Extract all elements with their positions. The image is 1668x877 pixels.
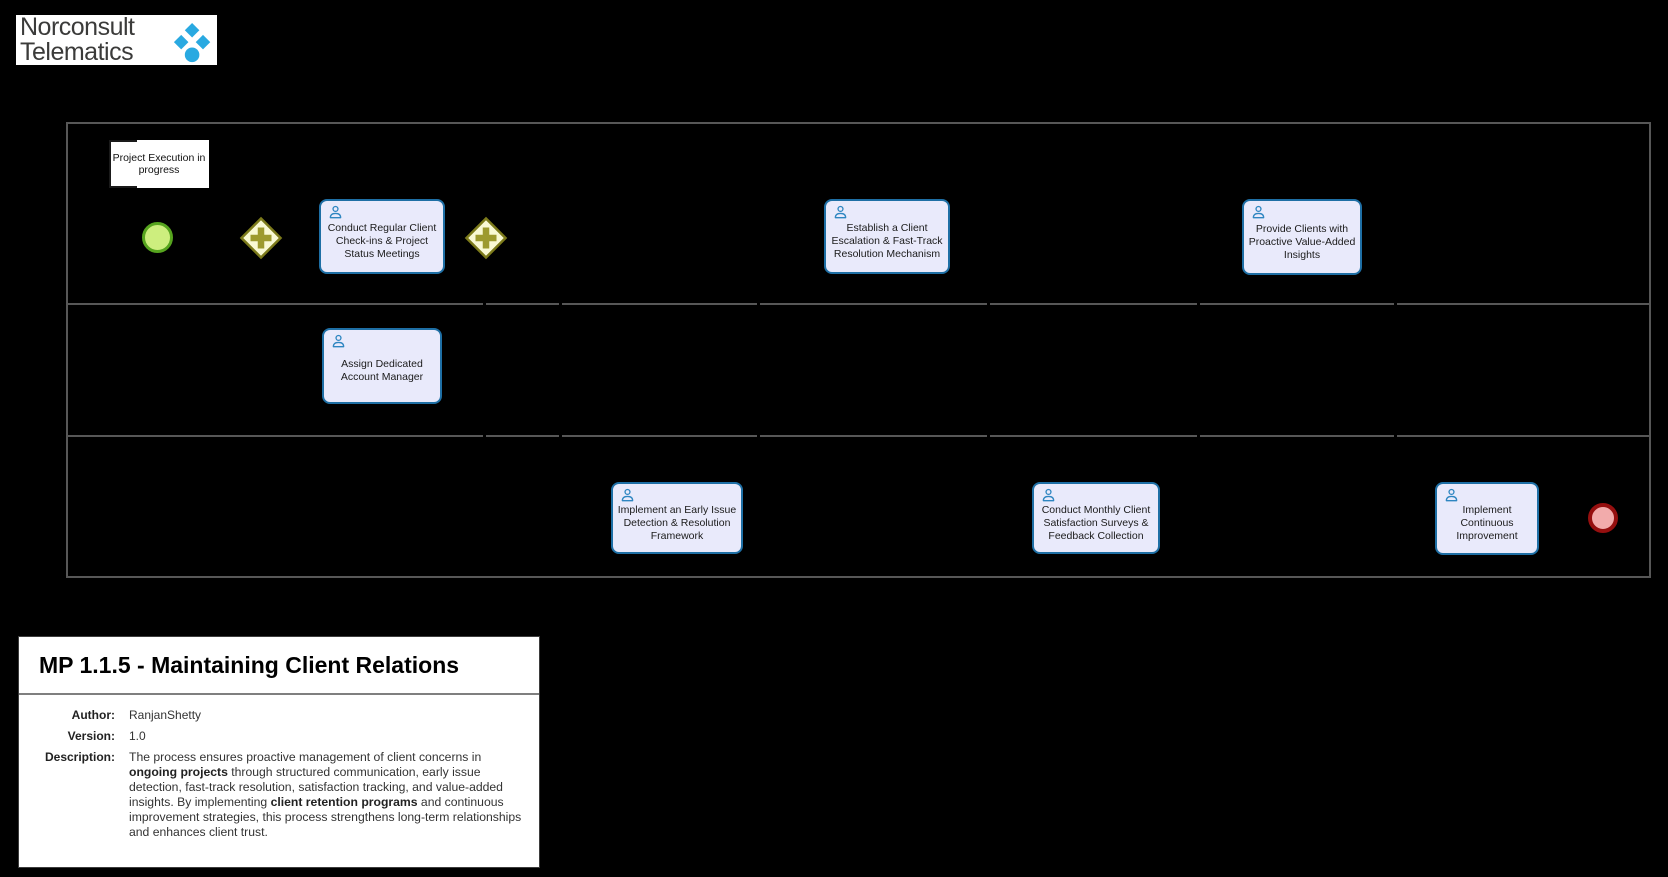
author-value: RanjanShetty (129, 708, 202, 722)
lane-divider-1 (66, 303, 1651, 305)
version-value: 1.0 (129, 729, 146, 743)
start-event[interactable] (142, 222, 173, 253)
flow-crossing (559, 299, 562, 309)
lane-divider-2 (66, 435, 1651, 437)
description-segment: The process ensures proactive management… (129, 750, 482, 764)
flow-crossing (483, 299, 486, 309)
description-segment: client retention programs (270, 795, 418, 809)
person-icon (834, 205, 847, 219)
task-label: Conduct Monthly Client Satisfaction Surv… (1041, 503, 1151, 542)
flow-crossing (1197, 431, 1200, 441)
person-icon (332, 334, 345, 348)
task-conduct-regular-checkins[interactable]: Conduct Regular Client Check-ins & Proje… (319, 199, 445, 274)
task-monthly-satisfaction-surveys[interactable]: Conduct Monthly Client Satisfaction Surv… (1032, 482, 1160, 554)
author-row: Author: RanjanShetty (19, 708, 523, 722)
description-label: Description: (44, 750, 115, 764)
process-title: MP 1.1.5 - Maintaining Client Relations (19, 637, 539, 695)
flow-crossing (1197, 299, 1200, 309)
flow-crossing (987, 299, 990, 309)
task-label: Conduct Regular Client Check-ins & Proje… (327, 222, 437, 260)
flow-crossing (757, 431, 760, 441)
task-early-issue-detection[interactable]: Implement an Early Issue Detection & Res… (611, 482, 743, 554)
description-value: The process ensures proactive management… (129, 750, 523, 840)
end-event[interactable] (1588, 503, 1618, 533)
process-fields: Author: RanjanShetty Version: 1.0 Descri… (19, 695, 539, 840)
task-establish-escalation[interactable]: Establish a Client Escalation & Fast-Tra… (824, 199, 950, 274)
annotation-bracket (109, 140, 111, 188)
task-provide-insights[interactable]: Provide Clients with Proactive Value-Add… (1242, 199, 1362, 275)
norconsult-telematics-logo: Norconsult Telematics (16, 15, 217, 65)
process-info-panel: MP 1.1.5 - Maintaining Client Relations … (18, 636, 540, 868)
annotation-bracket (109, 140, 137, 142)
logo-text: Norconsult Telematics (20, 15, 135, 65)
task-label: Establish a Client Escalation & Fast-Tra… (831, 222, 943, 260)
description-segment: ongoing projects (129, 765, 228, 779)
bpmn-pool (66, 122, 1651, 578)
task-assign-account-manager[interactable]: Assign Dedicated Account Manager (322, 328, 442, 404)
version-label: Version: (67, 729, 115, 743)
parallel-gateway-2[interactable] (464, 216, 508, 260)
task-label: Provide Clients with Proactive Value-Add… (1248, 222, 1356, 261)
text-annotation[interactable]: Project Execution in progress (109, 140, 209, 188)
task-label: Assign Dedicated Account Manager (340, 358, 424, 383)
description-row: Description: The process ensures proacti… (19, 750, 523, 840)
flow-crossing (1394, 431, 1397, 441)
norconsult-diamonds-icon (173, 23, 211, 63)
flow-crossing (559, 431, 562, 441)
flow-crossing (1394, 299, 1397, 309)
logo-line2: Telematics (20, 38, 134, 66)
task-label: Implement Continuous Improvement (1456, 504, 1518, 542)
person-icon (329, 205, 342, 219)
person-icon (621, 488, 634, 502)
task-continuous-improvement[interactable]: Implement Continuous Improvement (1435, 482, 1539, 555)
version-row: Version: 1.0 (19, 729, 523, 743)
flow-crossing (483, 431, 486, 441)
annotation-text: Project Execution in progress (112, 151, 206, 177)
flow-crossing (757, 299, 760, 309)
flow-crossing (987, 431, 990, 441)
description-segment: through structured communication, early … (129, 765, 503, 809)
person-icon (1252, 205, 1265, 219)
author-label: Author: (71, 708, 115, 722)
person-icon (1445, 488, 1458, 502)
task-label: Implement an Early Issue Detection & Res… (617, 503, 737, 542)
logo-line1: Norconsult (20, 13, 135, 41)
person-icon (1042, 488, 1055, 502)
description-segment: and continuous improvement strategies, t… (129, 795, 522, 839)
annotation-bracket (109, 186, 137, 188)
parallel-gateway-1[interactable] (239, 216, 283, 260)
